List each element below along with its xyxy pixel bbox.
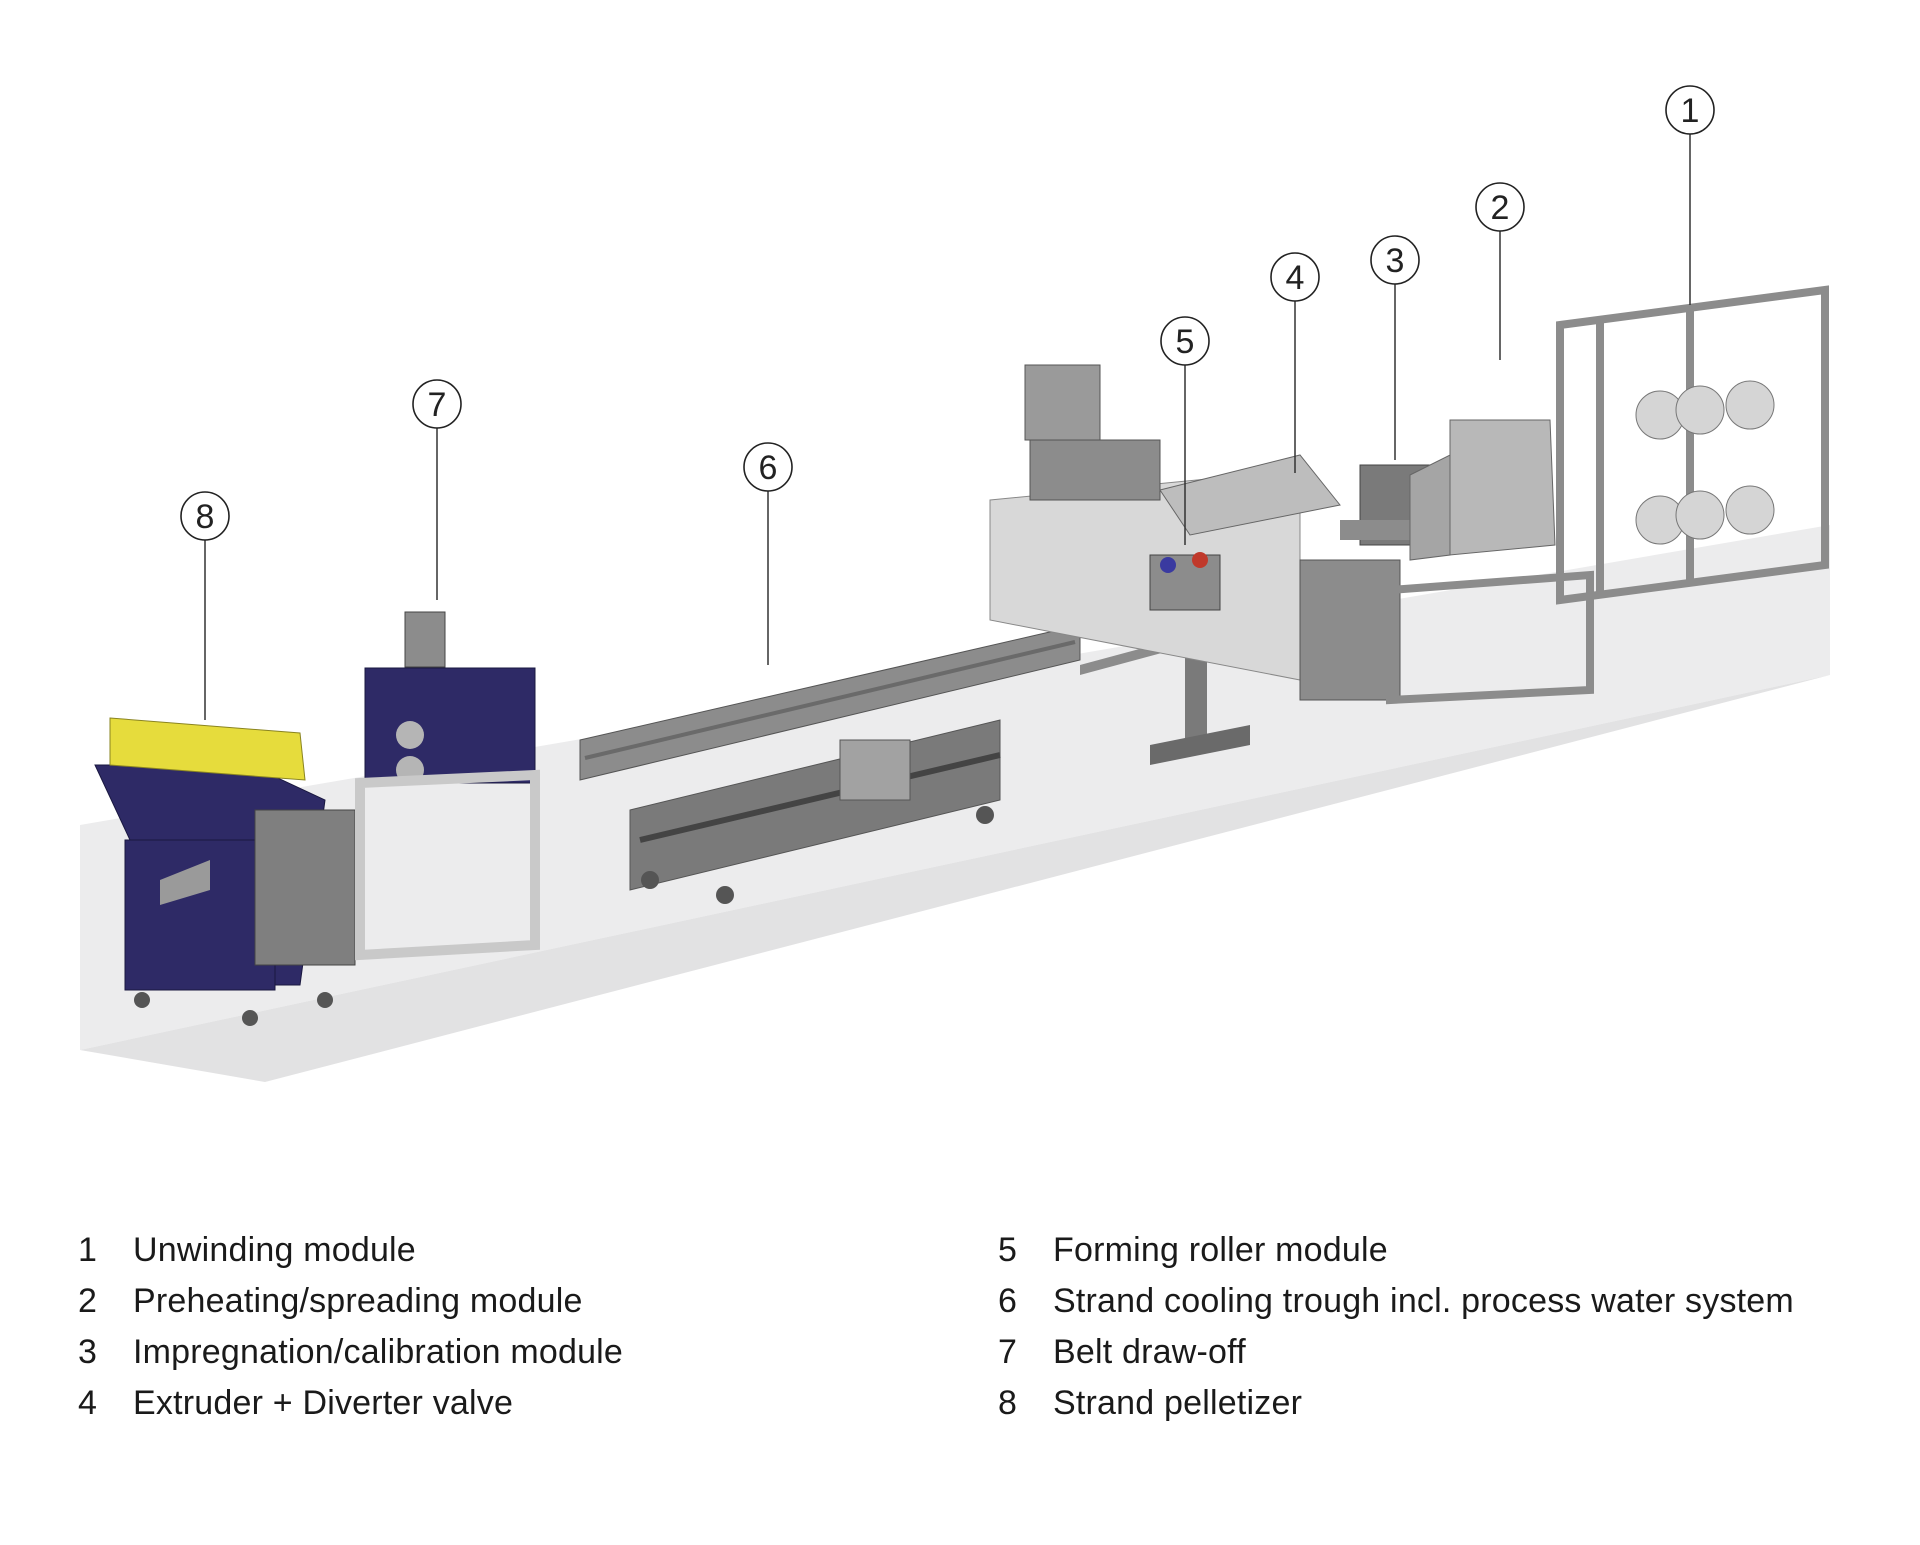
legend-label: Belt draw-off bbox=[1053, 1333, 1246, 1371]
callout-5: 5 bbox=[1160, 316, 1210, 366]
legend-number: 8 bbox=[998, 1384, 1018, 1422]
legend-label: Strand cooling trough incl. process wate… bbox=[1053, 1282, 1794, 1320]
svg-text:6: 6 bbox=[759, 449, 778, 487]
legend-number: 4 bbox=[78, 1384, 98, 1422]
line-diagram: 1 2 3 4 5 6 7 8 bbox=[80, 85, 1830, 1082]
legend-item-2: 2 Preheating/spreading module bbox=[78, 1281, 583, 1321]
legend-number: 5 bbox=[998, 1231, 1018, 1269]
legend-label: Strand pelletizer bbox=[1053, 1384, 1303, 1422]
forming-roller-module bbox=[1149, 552, 1221, 611]
callout-3: 3 bbox=[1370, 235, 1420, 285]
legend-item-6: 6 Strand cooling trough incl. process wa… bbox=[998, 1281, 1794, 1321]
svg-text:1: 1 bbox=[1681, 92, 1700, 130]
legend-number: 2 bbox=[78, 1282, 98, 1320]
leader-lines bbox=[204, 132, 1691, 720]
legend-item-5: 5 Forming roller module bbox=[998, 1230, 1388, 1270]
legend-label: Impregnation/calibration module bbox=[133, 1333, 624, 1371]
callout-6: 6 bbox=[743, 442, 793, 492]
legend-label: Unwinding module bbox=[133, 1231, 416, 1269]
callout-8: 8 bbox=[180, 491, 230, 541]
callout-4: 4 bbox=[1270, 252, 1320, 302]
svg-text:4: 4 bbox=[1286, 259, 1305, 297]
strand-cooling-trough bbox=[579, 624, 1081, 904]
strand-pelletizer bbox=[94, 717, 356, 1026]
legend-item-7: 7 Belt draw-off bbox=[998, 1332, 1246, 1372]
legend-item-1: 1 Unwinding module bbox=[78, 1230, 416, 1270]
belt-draw-off bbox=[355, 611, 540, 961]
svg-text:2: 2 bbox=[1491, 189, 1510, 227]
callout-7: 7 bbox=[412, 379, 462, 429]
svg-text:5: 5 bbox=[1176, 323, 1195, 361]
legend-number: 7 bbox=[998, 1333, 1018, 1371]
extruder bbox=[989, 364, 1401, 701]
callout-2: 2 bbox=[1475, 182, 1525, 232]
svg-text:7: 7 bbox=[428, 386, 447, 424]
legend-number: 1 bbox=[78, 1231, 98, 1269]
legend-label: Extruder + Diverter valve bbox=[133, 1384, 514, 1422]
svg-text:8: 8 bbox=[196, 498, 215, 536]
preheating-spreading-module bbox=[1386, 419, 1594, 705]
legend-label: Preheating/spreading module bbox=[133, 1282, 583, 1320]
svg-text:3: 3 bbox=[1386, 242, 1405, 280]
legend-number: 3 bbox=[78, 1333, 98, 1371]
legend-label: Forming roller module bbox=[1053, 1231, 1388, 1269]
callout-1: 1 bbox=[1665, 85, 1715, 135]
unwinding-module bbox=[1556, 285, 1829, 605]
legend-item-8: 8 Strand pelletizer bbox=[998, 1383, 1302, 1423]
legend-number: 6 bbox=[998, 1282, 1018, 1320]
legend-item-3: 3 Impregnation/calibration module bbox=[78, 1332, 623, 1372]
legend-item-4: 4 Extruder + Diverter valve bbox=[78, 1383, 513, 1423]
